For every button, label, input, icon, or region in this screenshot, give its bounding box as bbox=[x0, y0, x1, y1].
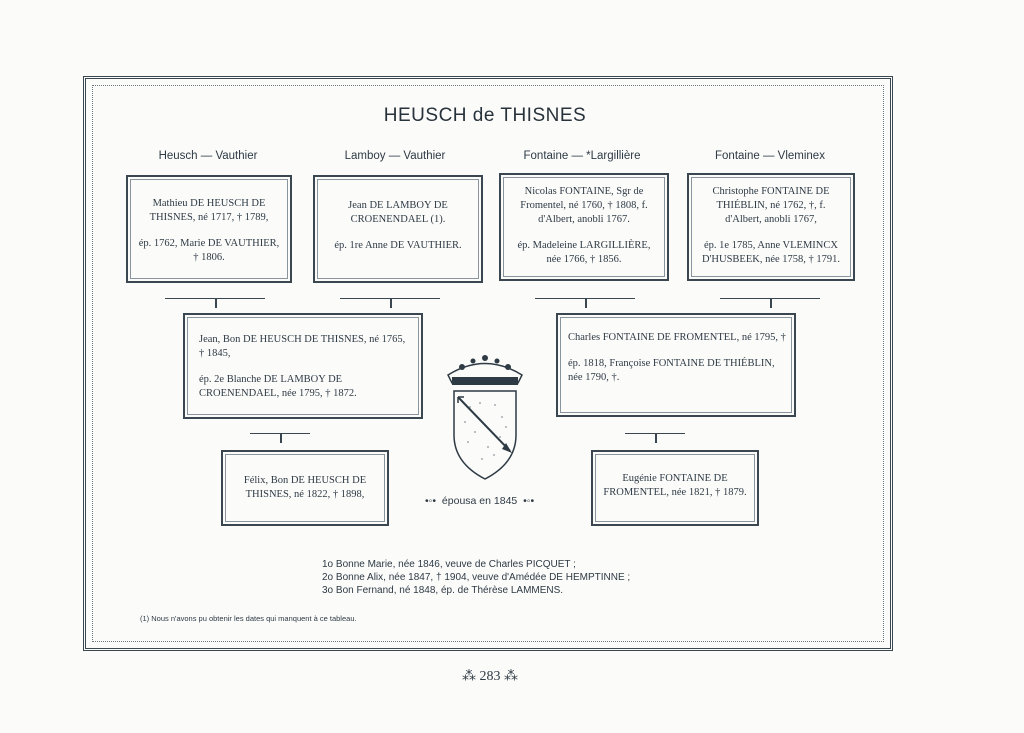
box-jean-heusch: Jean, Bon DE HEUSCH DE THISNES, né 1765,… bbox=[183, 313, 423, 419]
box-text: Charles FONTAINE DE FROMENTEL, né 1795, … bbox=[568, 332, 786, 343]
ornament-left: •◦• bbox=[425, 495, 437, 507]
header-fontaine-vleminex: Fontaine — Vleminex bbox=[715, 150, 825, 162]
box-text: ép. 1re Anne DE VAUTHIER. bbox=[334, 240, 462, 251]
box-text: Jean DE LAMBOY DE CROENENDAEL (1). bbox=[348, 200, 448, 225]
coat-of-arms-icon bbox=[447, 355, 523, 480]
connector-brace bbox=[625, 433, 685, 444]
page-title: HEUSCH de THISNES bbox=[383, 105, 587, 126]
connector-brace bbox=[165, 298, 265, 309]
box-text: Jean, Bon DE HEUSCH DE THISNES, né 1765,… bbox=[199, 334, 406, 359]
page-frame bbox=[83, 76, 893, 651]
list-item: 2o Bonne Alix, née 1847, † 1904, veuve d… bbox=[322, 572, 631, 583]
box-text: Christophe FONTAINE DE THIÉBLIN, né 1762… bbox=[712, 186, 830, 225]
ornament-left: ⁂ bbox=[462, 669, 476, 684]
header-heusch-vauthier: Heusch — Vauthier bbox=[158, 150, 258, 162]
box-text: ép. 1818, Françoise FONTAINE DE THIÉBLIN… bbox=[568, 358, 775, 383]
box-mathieu-heusch: Mathieu DE HEUSCH DE THISNES, né 1717, †… bbox=[126, 175, 292, 283]
box-eugenie-fontaine: Eugénie FONTAINE DE FROMENTEL, née 1821,… bbox=[591, 450, 759, 526]
list-item: 1o Bonne Marie, née 1846, veuve de Charl… bbox=[322, 559, 576, 570]
box-text: Nicolas FONTAINE, Sgr de Fromentel, né 1… bbox=[520, 186, 648, 225]
ornament-right: ⁂ bbox=[504, 669, 518, 684]
box-text: ép. 1762, Marie DE VAUTHIER, † 1806. bbox=[138, 238, 280, 263]
page-number-text: 283 bbox=[479, 669, 501, 684]
marriage-note: •◦• épousa en 1845 •◦• bbox=[425, 495, 534, 507]
epousa-text: épousa en 1845 bbox=[441, 495, 518, 507]
box-text: ép. 2e Blanche DE LAMBOY DE CROENENDAEL,… bbox=[199, 374, 357, 399]
connector-brace bbox=[250, 433, 310, 444]
page-number: ⁂ 283 ⁂ bbox=[462, 668, 518, 685]
box-christophe-fontaine: Christophe FONTAINE DE THIÉBLIN, né 1762… bbox=[687, 173, 855, 281]
box-charles-fontaine: Charles FONTAINE DE FROMENTEL, né 1795, … bbox=[556, 313, 796, 417]
box-jean-lamboy: Jean DE LAMBOY DE CROENENDAEL (1). ép. 1… bbox=[313, 175, 483, 283]
box-text: ép. Madeleine LARGILLIÈRE, née 1766, † 1… bbox=[517, 240, 651, 265]
connector-brace bbox=[720, 298, 820, 309]
children-list: 1o Bonne Marie, née 1846, veuve de Charl… bbox=[322, 558, 630, 597]
box-text: Mathieu DE HEUSCH DE THISNES, né 1717, †… bbox=[149, 198, 269, 223]
box-text: Eugénie FONTAINE DE FROMENTEL, née 1821,… bbox=[603, 473, 747, 498]
footnote: (1) Nous n'avons pu obtenir les dates qu… bbox=[140, 614, 357, 623]
ornament-right: •◦• bbox=[523, 495, 535, 507]
box-text: Félix, Bon DE HEUSCH DE THISNES, né 1822… bbox=[243, 475, 367, 500]
connector-brace bbox=[535, 298, 635, 309]
connector-brace bbox=[340, 298, 440, 309]
header-lamboy-vauthier: Lamboy — Vauthier bbox=[344, 150, 446, 162]
list-item: 3o Bon Fernand, né 1848, ép. de Thérèse … bbox=[322, 585, 564, 596]
box-felix-heusch: Félix, Bon DE HEUSCH DE THISNES, né 1822… bbox=[221, 450, 389, 526]
header-fontaine-largilliere: Fontaine — *Largillière bbox=[523, 150, 641, 162]
box-nicolas-fontaine: Nicolas FONTAINE, Sgr de Fromentel, né 1… bbox=[499, 173, 669, 281]
box-text: ép. 1e 1785, Anne VLEMINCX D'HUSBEEK, né… bbox=[701, 240, 841, 265]
